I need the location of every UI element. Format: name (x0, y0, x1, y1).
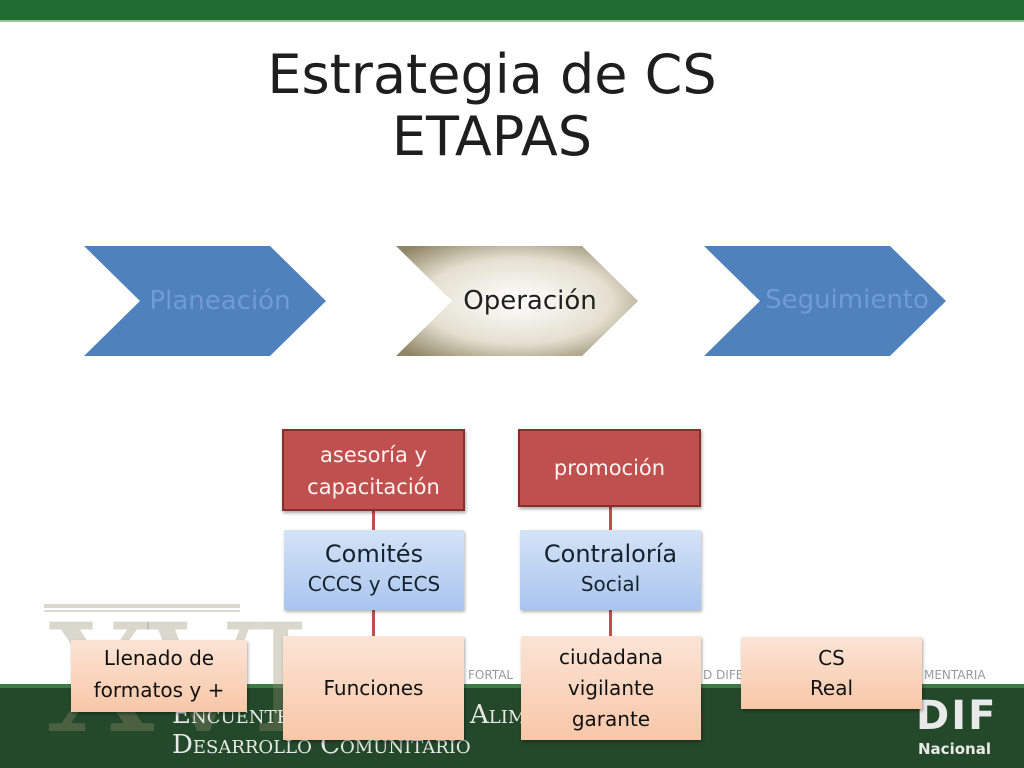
asesoria-text: asesoría y capacitación (307, 443, 440, 499)
promocion-text: promoción (553, 456, 666, 480)
llenado-box: Llenado de formatos y + (71, 640, 247, 712)
promocion-box: promoción (518, 429, 701, 507)
ciudadana-box: ciudadana vigilante garante (521, 636, 701, 740)
chevron-planeacion (84, 246, 326, 356)
connector-line (609, 610, 612, 636)
funciones-box: Funciones (283, 636, 464, 740)
footer-divider (0, 684, 1024, 688)
dif-logo-subtitle: Nacional (918, 740, 991, 758)
footer-watermark-text-1: FORTAL (468, 668, 514, 682)
dif-logo: DIF (916, 693, 998, 739)
footer-watermark-text-3: MENTARIA (924, 668, 986, 682)
stage-label-planeacion: Planeación (149, 286, 291, 316)
ciudadana-text: ciudadana vigilante garante (558, 645, 664, 731)
slide-title: Estrategia de CS ETAPAS (160, 44, 824, 168)
stage-label-seguimiento: Seguimiento (765, 285, 929, 315)
connector-line (609, 506, 612, 530)
connector-line (372, 510, 375, 530)
top-bar (0, 0, 1024, 22)
chevron-operacion (396, 246, 638, 356)
stage-label-operacion: Operación (463, 286, 597, 316)
contraloria-subtitle: Social (580, 572, 641, 596)
title-line-1: Estrategia de CS (267, 43, 717, 106)
footer-watermark-text-2: D DIFE (703, 668, 744, 682)
title-line-2: ETAPAS (391, 105, 593, 168)
funciones-text: Funciones (323, 676, 424, 700)
comites-title: Comités (324, 540, 424, 568)
connector-line (372, 610, 375, 636)
contraloria-title: Contraloría (543, 540, 678, 568)
footer-line-1b: Alim (470, 700, 527, 730)
cs-real-line-1: CS (818, 646, 845, 670)
comites-box: Comités CCCS y CECS (284, 530, 464, 610)
contraloria-box: Contraloría Social (520, 530, 701, 610)
process-chevrons (84, 246, 946, 356)
chevron-seguimiento (704, 246, 946, 356)
cs-real-box: CS Real (741, 637, 922, 709)
llenado-text: Llenado de formatos y + (93, 646, 225, 702)
comites-subtitle: CCCS y CECS (307, 572, 441, 596)
asesoria-box: asesoría y capacitación (282, 429, 465, 511)
cs-real-line-2: Real (809, 676, 854, 700)
